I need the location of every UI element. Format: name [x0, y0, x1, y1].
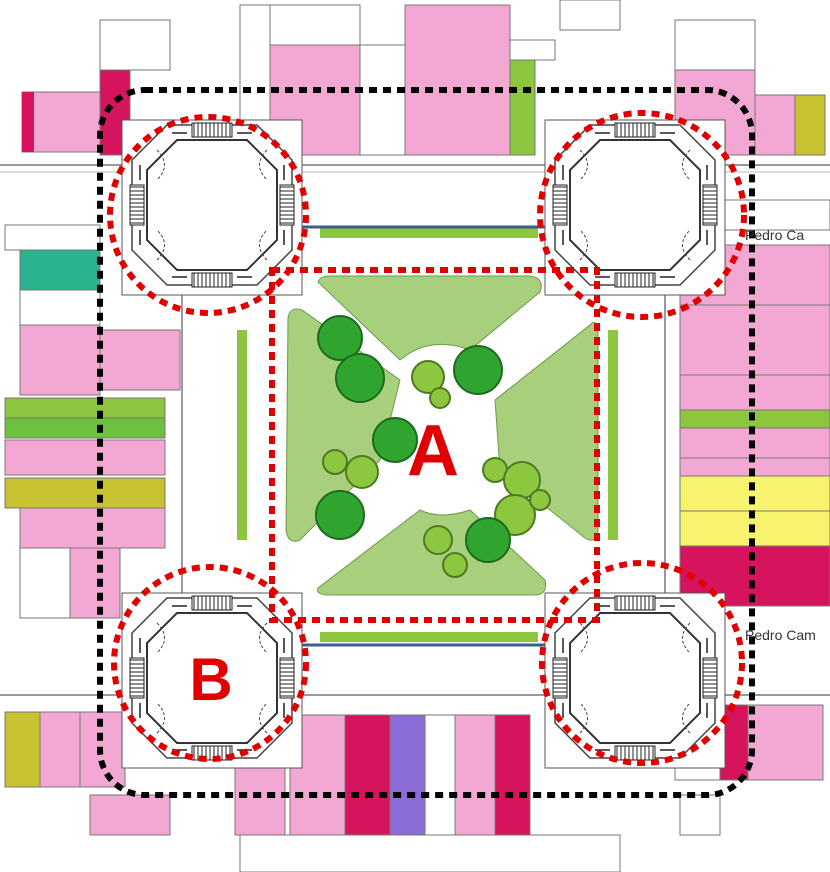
zone-b-circle [111, 564, 309, 762]
tree [465, 517, 511, 563]
street-name: Pedro Cam [745, 627, 816, 643]
block [89, 794, 171, 836]
block [4, 439, 166, 476]
block [99, 19, 171, 71]
block [454, 714, 496, 836]
block [19, 324, 101, 396]
tree [345, 455, 379, 489]
block [747, 704, 824, 781]
tree [453, 345, 503, 395]
block [494, 714, 531, 836]
block [4, 224, 101, 251]
tree [429, 387, 451, 409]
block [509, 39, 556, 61]
block [39, 711, 81, 788]
zone-a-label: A [407, 411, 459, 491]
tree [317, 315, 363, 361]
trees [315, 315, 551, 578]
block [424, 714, 456, 836]
green-strip-top [320, 228, 538, 238]
block [19, 547, 71, 619]
green-strip-left [237, 330, 247, 540]
block [69, 547, 121, 619]
block [4, 477, 166, 509]
block [19, 249, 101, 291]
block [19, 289, 101, 326]
tree [335, 353, 385, 403]
tree [423, 525, 453, 555]
highlight-circle [537, 110, 747, 320]
lawn-top [317, 275, 542, 361]
block [99, 329, 181, 391]
block [4, 417, 166, 439]
block [359, 44, 406, 156]
block [239, 834, 621, 872]
tree [529, 489, 551, 511]
block [21, 91, 101, 153]
block [559, 0, 621, 31]
block [4, 711, 41, 788]
tree [372, 417, 418, 463]
block [4, 397, 166, 419]
tree [411, 360, 445, 394]
green-strip-right [608, 330, 618, 540]
block [794, 94, 826, 156]
block [679, 475, 830, 512]
tree [322, 449, 348, 475]
block [509, 59, 536, 156]
highlight-circle [539, 560, 745, 766]
zone-b-label: B [189, 646, 232, 713]
block [344, 714, 391, 836]
street-name: Pedro Ca [745, 227, 804, 243]
block [719, 199, 830, 231]
highlight-circle [107, 114, 309, 316]
block [679, 794, 721, 836]
block [754, 94, 796, 156]
boundary-outline [97, 87, 755, 798]
block [679, 374, 830, 411]
green-strip-bottom [320, 632, 538, 642]
block [19, 507, 166, 549]
tree [315, 490, 365, 540]
block [22, 92, 34, 152]
block [269, 4, 361, 46]
block [674, 19, 756, 71]
tree [442, 552, 468, 578]
block [404, 4, 511, 156]
